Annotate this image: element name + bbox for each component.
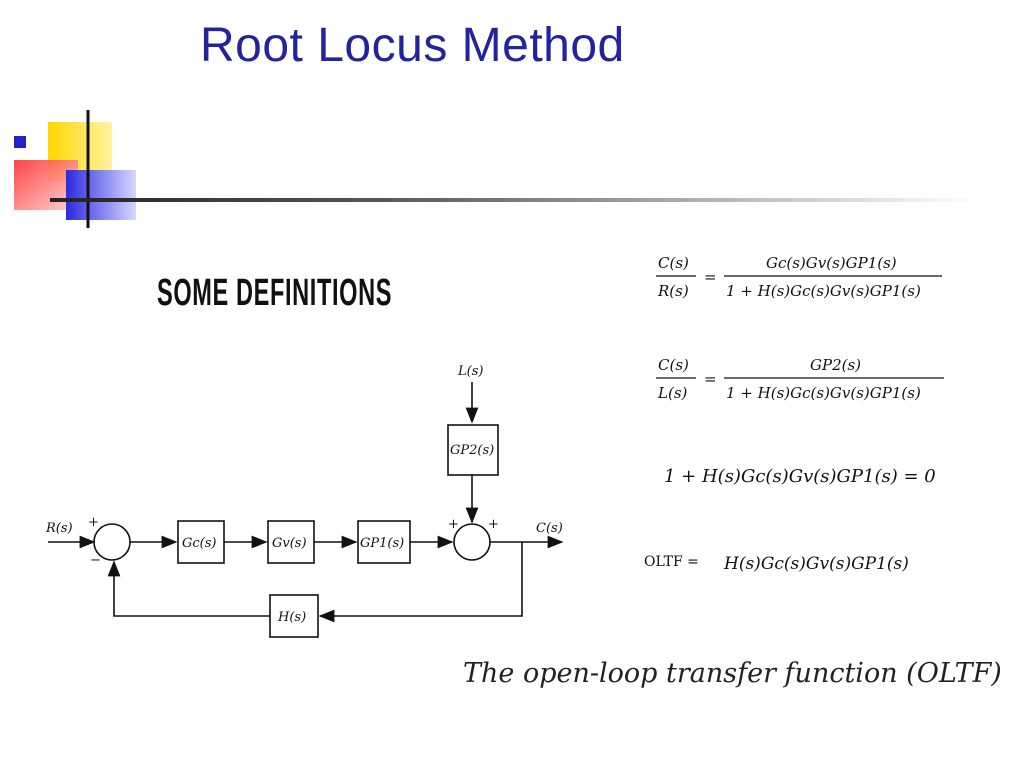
label-h: H(s) xyxy=(277,610,306,625)
bullet-square xyxy=(14,136,26,148)
label-output: C(s) xyxy=(536,521,563,536)
sign-sum2-plus-left: + xyxy=(448,517,459,532)
label-gp1: GP1(s) xyxy=(360,536,404,551)
label-input: R(s) xyxy=(45,521,73,536)
blue-square xyxy=(66,170,136,220)
oltf-label: OLTF = xyxy=(644,554,699,570)
equation-closed-loop-servo: C(s) R(s) = Gc(s)Gv(s)GP1(s) 1 + H(s)Gc(… xyxy=(656,254,942,300)
block-gc xyxy=(177,520,225,564)
label-gv: Gv(s) xyxy=(272,536,307,551)
block-gv xyxy=(267,520,315,564)
sign-sum1-plus: + xyxy=(88,515,99,530)
oltf-caption: The open-loop transfer function (OLTF) xyxy=(463,658,1002,689)
svg-text:L(s): L(s) xyxy=(657,384,688,402)
sign-sum2-plus-top: + xyxy=(488,517,499,532)
horizontal-rule xyxy=(50,198,980,202)
svg-text:=: = xyxy=(704,268,717,286)
svg-text:1 + H(s)Gc(s)Gv(s)GP1(s) = 0: 1 + H(s)Gc(s)Gv(s)GP1(s) = 0 xyxy=(664,466,936,487)
block-gp2 xyxy=(447,424,499,476)
svg-text:=: = xyxy=(704,370,717,388)
svg-text:C(s): C(s) xyxy=(658,356,689,374)
title-decoration xyxy=(14,110,980,228)
label-gc: Gc(s) xyxy=(182,536,216,551)
block-h xyxy=(269,594,319,638)
svg-text:Gc(s)Gv(s)GP1(s): Gc(s)Gv(s)GP1(s) xyxy=(766,254,897,272)
summing-junction-2 xyxy=(453,523,491,561)
oltf-expression: H(s)Gc(s)Gv(s)GP1(s) xyxy=(723,554,909,574)
slide-title: Root Locus Method xyxy=(200,19,625,72)
svg-text:R(s): R(s) xyxy=(657,282,689,300)
block-diagram: R(s) C(s) L(s) Gc(s) Gv(s) GP1(s) GP2(s)… xyxy=(45,364,564,638)
svg-text:GP2(s): GP2(s) xyxy=(810,356,861,374)
section-heading: SOME DEFINITIONS xyxy=(157,272,393,314)
oltf-equation: OLTF = H(s)Gc(s)Gv(s)GP1(s) xyxy=(644,554,909,574)
svg-text:1 + H(s)Gc(s)Gv(s)GP1(s): 1 + H(s)Gc(s)Gv(s)GP1(s) xyxy=(726,282,921,300)
svg-text:1 + H(s)Gc(s)Gv(s)GP1(s): 1 + H(s)Gc(s)Gv(s)GP1(s) xyxy=(726,384,921,402)
label-load: L(s) xyxy=(457,364,483,379)
label-gp2: GP2(s) xyxy=(450,443,494,458)
equation-closed-loop-regulator: C(s) L(s) = GP2(s) 1 + H(s)Gc(s)Gv(s)GP1… xyxy=(656,356,944,402)
sign-sum1-minus: − xyxy=(90,553,101,568)
characteristic-equation: 1 + H(s)Gc(s)Gv(s)GP1(s) = 0 xyxy=(664,466,936,487)
svg-text:C(s): C(s) xyxy=(658,254,689,272)
